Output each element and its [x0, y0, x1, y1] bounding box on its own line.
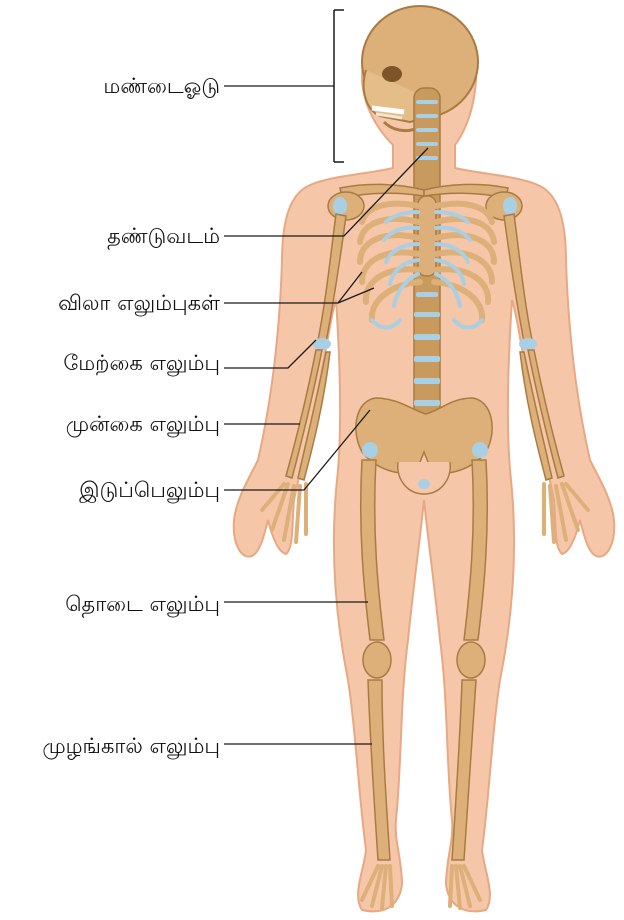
skull-bracket	[334, 10, 344, 162]
label-ribs: விலா எலும்புகள்	[58, 291, 220, 315]
label-tibia: முழங்கால் எலும்பு	[42, 734, 220, 758]
label-forearm: முன்கை எலும்பு	[66, 412, 220, 436]
label-skull: மண்டைஓடு	[103, 74, 220, 98]
label-spine: தண்டுவடம்	[107, 224, 220, 248]
label-humerus: மேற்கை எலும்பு	[63, 351, 220, 375]
label-femur: தொடை எலும்பு	[65, 592, 220, 616]
label-pelvis: இடுப்பெலும்பு	[79, 478, 220, 502]
